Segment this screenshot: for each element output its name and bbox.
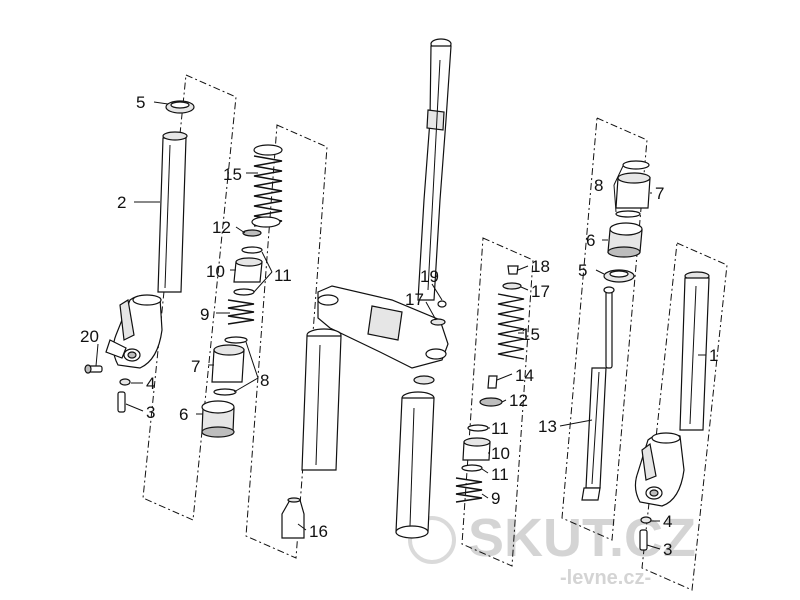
part-6-seal-holder-left [201, 400, 235, 438]
label-10-right: 10 [491, 444, 510, 463]
part-12-washer-right [479, 397, 503, 407]
label-16: 16 [309, 522, 328, 541]
label-17-center: 17 [405, 290, 424, 309]
frame-left-internals [245, 124, 328, 559]
part-10-bushing-right [462, 437, 491, 461]
label-20: 20 [80, 327, 99, 346]
part-3-pin-right [639, 529, 648, 551]
part-16-boot [281, 497, 305, 539]
watermark: SKUT.CZ -levne.cz- [408, 508, 696, 589]
part-5-seal-left [165, 100, 195, 114]
part-8-ring-left-b [213, 388, 237, 396]
label-18: 18 [531, 257, 550, 276]
part-9-spring-left [227, 299, 255, 325]
label-5-left: 5 [136, 93, 145, 112]
label-8-left: 8 [260, 371, 269, 390]
label-12-left: 12 [212, 218, 231, 237]
label-4-left: 4 [146, 374, 155, 393]
leader-lines [95, 101, 706, 550]
part-13-damper-rod [581, 286, 615, 501]
label-7-right: 7 [655, 184, 664, 203]
part-7-bushing-left [211, 344, 245, 383]
scooter-logo-icon [408, 516, 456, 564]
part-center-washer [413, 375, 435, 385]
label-2: 2 [117, 193, 126, 212]
part-12-washer-left [242, 229, 262, 237]
part-11-ring-left-a [241, 246, 263, 254]
label-6-right: 6 [586, 231, 595, 250]
label-19: 19 [420, 267, 439, 286]
label-4-right: 4 [663, 512, 672, 531]
part-18-cap [507, 265, 519, 275]
part-2-fork-tube-left [157, 131, 188, 293]
watermark-sub: -levne.cz- [560, 567, 651, 589]
part-left-slider-body [105, 294, 163, 369]
part-8-ring-left-a [224, 336, 248, 344]
part-steering-stem [417, 38, 452, 301]
part-5-seal-right [603, 269, 635, 283]
label-11-left: 11 [274, 266, 292, 285]
label-13: 13 [538, 417, 557, 436]
part-11-ring-right-b [461, 464, 483, 472]
label-15-right: 15 [521, 325, 540, 344]
label-11-right-b: 11 [491, 465, 509, 484]
part-9-spring-right [455, 477, 483, 503]
label-7-left: 7 [191, 357, 200, 376]
part-17-nut-right [502, 282, 522, 290]
label-6-left: 6 [179, 405, 188, 424]
part-15-spring-right [497, 293, 525, 360]
part-8-ring-right-a [622, 160, 650, 170]
part-6-seal-holder-right [607, 222, 643, 258]
label-17-right: 17 [531, 282, 550, 301]
label-15-left: 15 [223, 165, 242, 184]
part-19-bolt-center [437, 300, 447, 308]
frame-left-tube [142, 74, 237, 521]
part-4-washer-left [119, 378, 131, 386]
label-12-right: 12 [509, 391, 528, 410]
label-5-right: 5 [578, 261, 587, 280]
label-1: 1 [709, 346, 718, 365]
part-right-slider-body [634, 432, 685, 507]
label-3-right: 3 [663, 540, 672, 559]
watermark-brand: SKUT.CZ [468, 508, 696, 568]
part-7-bushing-right [615, 172, 651, 209]
part-14-spacer [487, 375, 498, 389]
frame-right-damper [561, 117, 648, 541]
part-4-washer-right [640, 516, 652, 524]
label-9-left: 9 [200, 305, 209, 324]
label-10-left: 10 [206, 262, 225, 281]
label-3-left: 3 [146, 403, 155, 422]
part-10-bushing-left [233, 257, 263, 283]
part-20-screw [84, 364, 103, 374]
part-11-ring-right-a [467, 424, 489, 432]
label-8-right: 8 [594, 176, 603, 195]
part-11-ring-left-b [233, 288, 255, 296]
part-3-pin-left [117, 391, 126, 413]
part-17-nut-center [430, 318, 446, 326]
part-1-fork-tube-right [679, 271, 710, 431]
part-labels: 5 2 20 4 3 15 12 10 11 9 7 8 6 16 19 17 … [80, 93, 718, 559]
part-center-right-leg [395, 391, 435, 539]
part-8-ring-right-b [615, 210, 641, 218]
part-center-left-leg [301, 328, 342, 471]
part-triple-clamp [317, 285, 449, 369]
label-11-right-a: 11 [491, 419, 509, 438]
part-15-spring-left [251, 144, 283, 228]
label-9-right: 9 [491, 489, 500, 508]
label-14: 14 [515, 366, 534, 385]
frame-right-internals [461, 237, 534, 567]
